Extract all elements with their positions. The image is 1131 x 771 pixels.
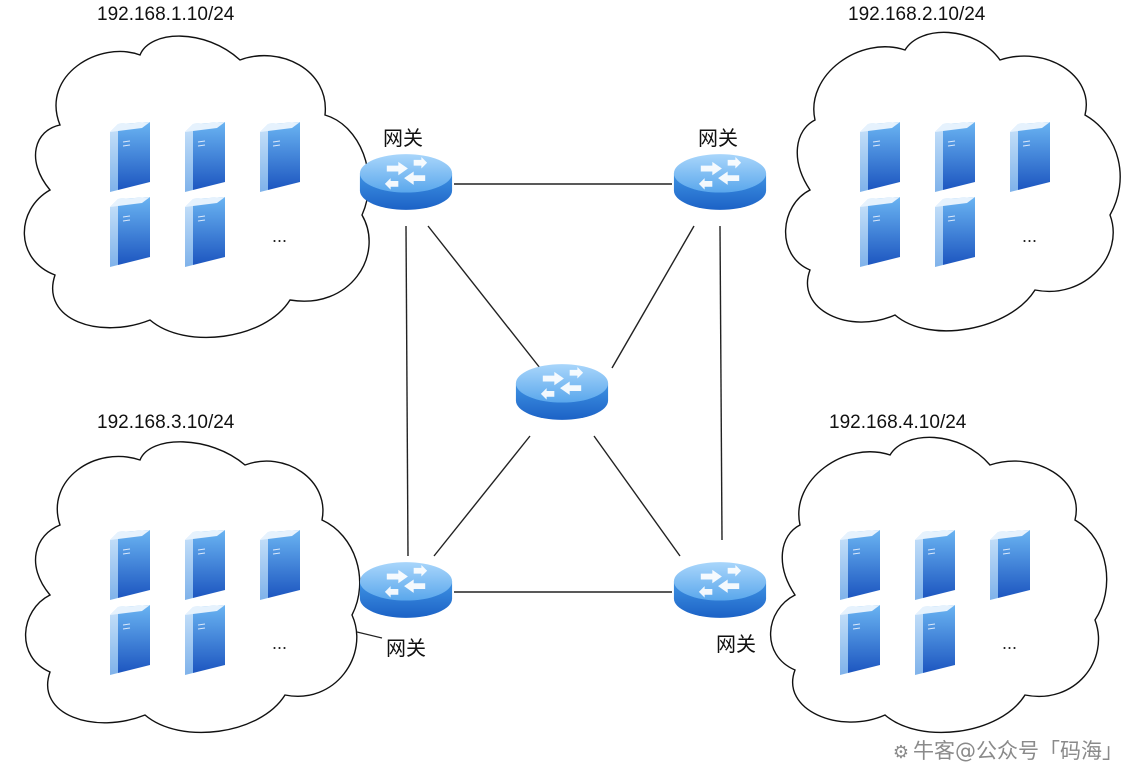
server-icon	[185, 197, 225, 267]
link-gw3-core	[433, 435, 531, 557]
core-router-icon	[515, 364, 609, 420]
gateway-label: 网关	[716, 632, 756, 656]
server-icon	[110, 122, 150, 192]
server-icon	[1010, 122, 1050, 192]
server-icon	[185, 605, 225, 675]
server-icon	[110, 197, 150, 267]
gateway-router-icon	[359, 154, 453, 210]
network-cidr-label: 192.168.3.10/24	[97, 412, 235, 433]
server-icon	[185, 530, 225, 600]
wechat-logo-icon: ⚙	[892, 742, 909, 763]
watermark: ⚙牛客@公众号「码海」	[893, 735, 1123, 765]
server-icon	[935, 197, 975, 267]
server-icon	[260, 530, 300, 600]
gateway-router-icon	[673, 562, 767, 618]
server-icon	[185, 122, 225, 192]
server-icon	[990, 530, 1030, 600]
gateway-router-icon	[673, 154, 767, 210]
network-cidr-label: 192.168.4.10/24	[829, 412, 967, 433]
gateway-label: 网关	[698, 126, 738, 150]
server-icon	[110, 530, 150, 600]
server-icon	[860, 197, 900, 267]
network-cloud	[23, 35, 370, 339]
network-cidr-label: 192.168.2.10/24	[848, 4, 986, 25]
server-icon	[935, 122, 975, 192]
network-cloud	[24, 441, 361, 734]
link-gw1-gw3	[405, 225, 409, 557]
server-icon	[915, 605, 955, 675]
link-gw1-core	[427, 225, 541, 369]
server-icon	[840, 605, 880, 675]
server-icon	[840, 530, 880, 600]
gateway-router-icon	[359, 562, 453, 618]
more-servers-ellipsis: ...	[272, 226, 288, 246]
network-cidr-label: 192.168.1.10/24	[97, 4, 235, 25]
link-gw2-gw4	[719, 225, 723, 541]
network-cloud	[769, 436, 1108, 734]
more-servers-ellipsis: ...	[272, 633, 288, 653]
link-gw2-core	[611, 225, 695, 369]
link-gw4-core	[593, 435, 681, 557]
gateway-label: 网关	[383, 126, 423, 150]
label-leader-line	[356, 631, 383, 639]
gateway-label: 网关	[386, 636, 426, 660]
watermark-text: 牛客@公众号「码海」	[913, 739, 1123, 763]
server-icon	[860, 122, 900, 192]
server-icon	[915, 530, 955, 600]
server-icon	[260, 122, 300, 192]
network-cloud	[784, 31, 1121, 332]
server-icon	[110, 605, 150, 675]
more-servers-ellipsis: ...	[1002, 633, 1018, 653]
more-servers-ellipsis: ...	[1022, 226, 1038, 246]
